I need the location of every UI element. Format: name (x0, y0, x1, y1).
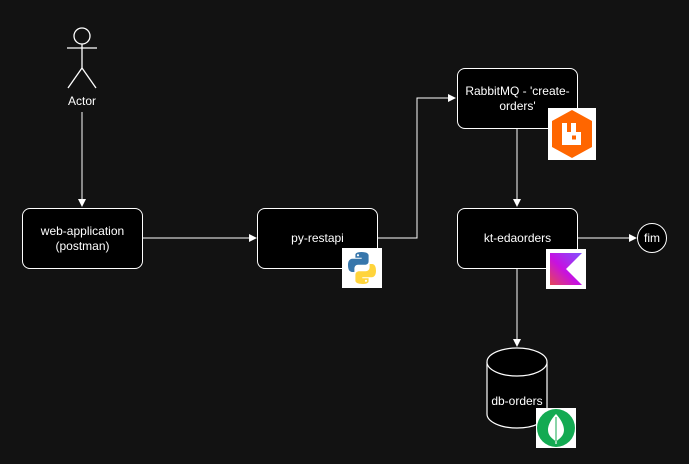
mongodb-icon (536, 408, 576, 448)
db-orders-label: db-orders (491, 394, 543, 408)
py-restapi-node[interactable]: py-restapi (257, 208, 378, 269)
rabbitmq-icon (548, 108, 596, 160)
python-icon (342, 248, 382, 288)
py-restapi-label: py-restapi (291, 231, 344, 245)
web-application-label-line1: web-application (40, 223, 125, 238)
kt-edaorders-label: kt-edaorders (483, 231, 552, 245)
kotlin-icon (546, 249, 586, 289)
web-application-node[interactable]: web-application (postman) (22, 208, 143, 269)
web-application-label-line2: (postman) (55, 238, 110, 253)
stick-figure-icon (67, 27, 97, 89)
rabbitmq-label-line1: RabbitMQ - 'create- (465, 83, 570, 98)
actor-label: Actor (67, 94, 96, 108)
fim-end-node[interactable]: fim (637, 223, 667, 253)
rabbitmq-label-line2: orders' (499, 98, 536, 113)
edge-py-restapi-to-rabbitmq (378, 94, 456, 239)
fim-label: fim (644, 231, 660, 245)
